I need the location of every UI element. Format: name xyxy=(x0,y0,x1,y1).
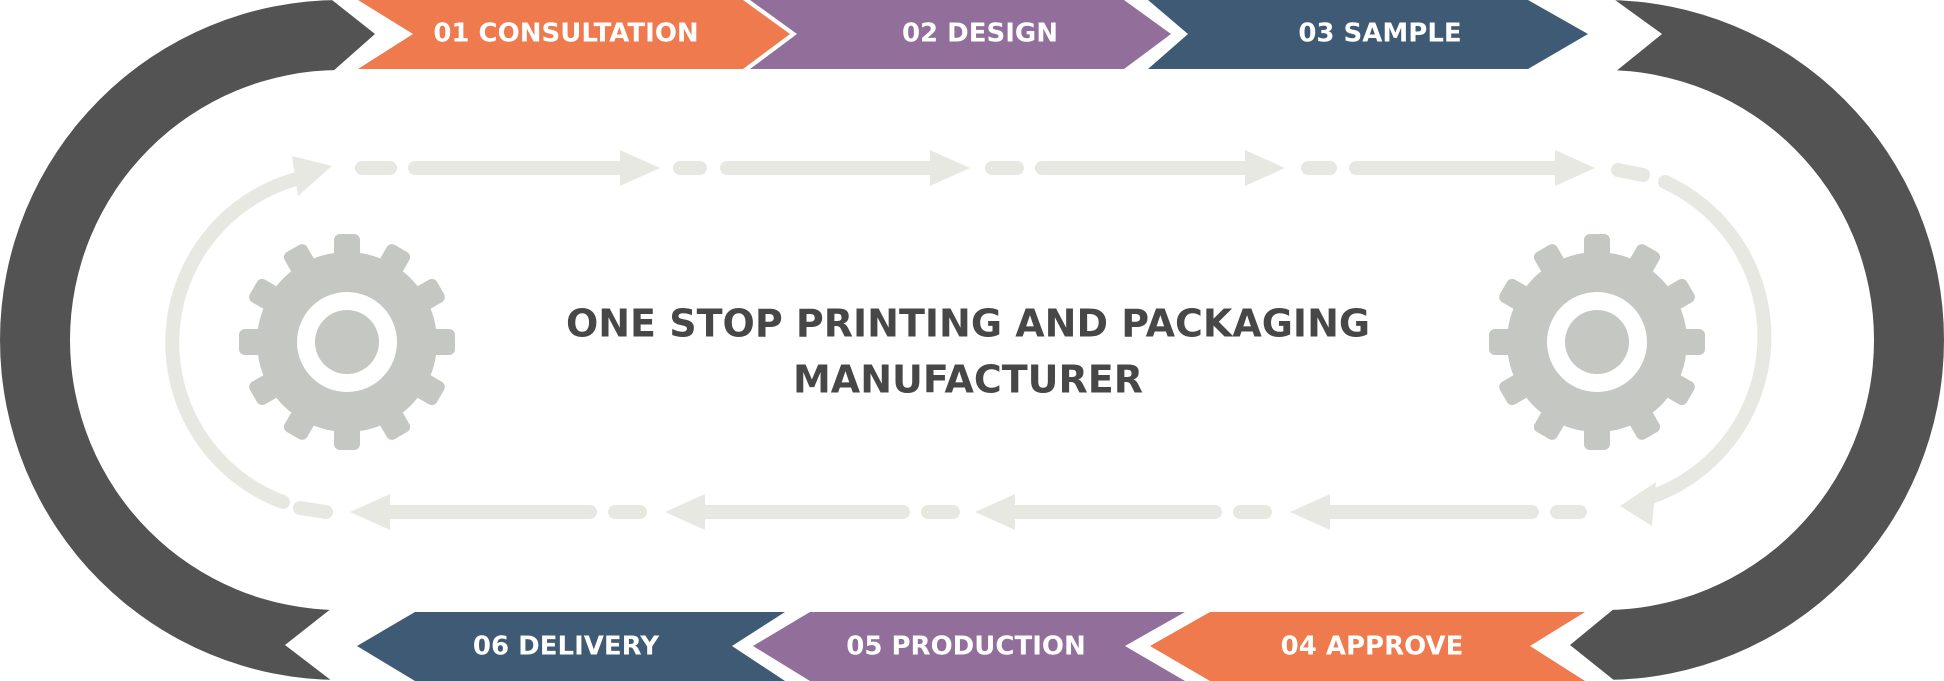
flow-arrows xyxy=(165,161,1772,519)
step-04-chevron xyxy=(1150,612,1585,681)
step-01-label: 01 CONSULTATION xyxy=(433,19,698,49)
step-03-label: 03 SAMPLE xyxy=(1298,19,1461,49)
arrow-head-top-1 xyxy=(620,150,660,186)
step-01-chevron xyxy=(358,0,790,69)
gear-icon xyxy=(239,234,455,450)
arrow-head-top-2 xyxy=(930,150,970,186)
arrow-head-top-4 xyxy=(1555,150,1595,186)
center-title-line-2: MANUFACTURER xyxy=(793,358,1143,402)
arrow-head-left-arc xyxy=(292,156,332,196)
gear-icon xyxy=(1489,234,1705,450)
step-06-label: 06 DELIVERY xyxy=(473,632,660,662)
arrow-head-top-3 xyxy=(1245,150,1285,186)
step-05-label: 05 PRODUCTION xyxy=(846,632,1085,662)
step-02-chevron xyxy=(750,0,1171,69)
bottom-banner xyxy=(285,608,1615,681)
arrow-head-bottom-2 xyxy=(665,494,705,530)
center-title-line-1: ONE STOP PRINTING AND PACKAGING xyxy=(566,302,1370,346)
step-02-label: 02 DESIGN xyxy=(902,19,1058,49)
step-06-chevron xyxy=(357,612,785,681)
arrowheads xyxy=(292,150,1656,530)
arrow-head-bottom-3 xyxy=(975,494,1015,530)
arrow-head-right-arc xyxy=(1620,482,1656,526)
top-banner xyxy=(332,0,1662,72)
step-04-label: 04 APPROVE xyxy=(1281,632,1464,662)
arrow-head-bottom-4 xyxy=(1290,494,1330,530)
step-03-chevron xyxy=(1148,0,1588,69)
step-05-chevron xyxy=(753,612,1185,681)
arrow-head-bottom-1 xyxy=(350,494,390,530)
